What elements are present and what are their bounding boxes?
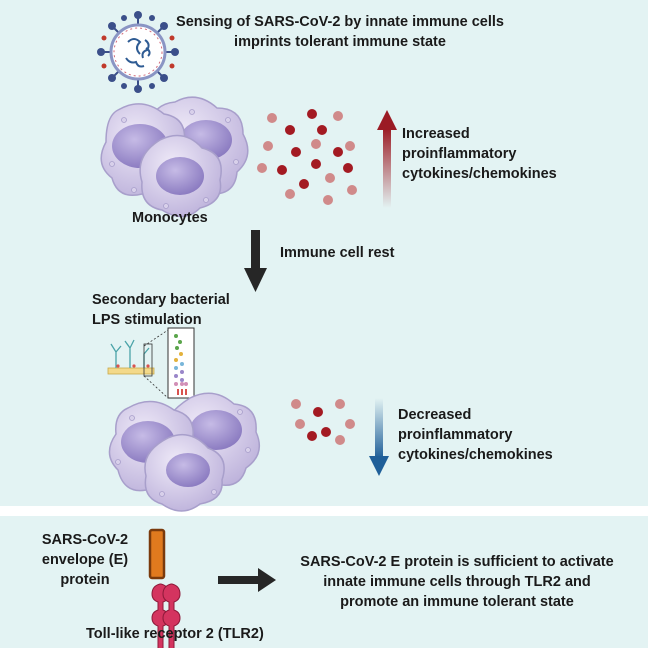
increase-arrow-icon: [377, 110, 397, 208]
increased-line-1: Increased: [402, 126, 470, 142]
lps-stimulation-label: Secondary bacterial LPS stimulation: [92, 290, 230, 330]
e-protein-line-2: envelope (E): [41, 552, 129, 568]
top-panel: [0, 0, 648, 506]
decreased-line-3: cytokines/chemokines: [398, 447, 553, 463]
increased-label: Increased proinflammatory cytokines/chem…: [402, 124, 557, 184]
decreased-line-2: proinflammatory: [398, 427, 513, 443]
bottom-panel: [0, 516, 648, 648]
cytokines-decreased-cluster: [291, 399, 355, 445]
sars-cov-2-virus-icon: [97, 11, 179, 93]
lps-line-2: LPS stimulation: [92, 312, 202, 328]
monocytes-activated-illustration: [100, 96, 249, 218]
lps-line-1: Secondary bacterial: [92, 292, 230, 308]
e-protein-line-3: protein: [60, 572, 110, 588]
decreased-line-1: Decreased: [398, 407, 472, 423]
conclusion-line-3: promote an immune tolerant state: [340, 594, 574, 610]
conclusion-text: SARS-CoV-2 E protein is sufficient to ac…: [282, 552, 632, 612]
increased-line-3: cytokines/chemokines: [402, 166, 557, 182]
conclusion-line-2: innate immune cells through TLR2 and: [323, 574, 591, 590]
monocytes-tolerant-illustration: [108, 392, 261, 512]
rest-arrow-icon: [244, 230, 267, 292]
e-protein-line-1: SARS-CoV-2: [41, 532, 129, 548]
increased-line-2: proinflammatory: [402, 146, 517, 162]
immune-cell-rest-label: Immune cell rest: [280, 245, 395, 261]
tlr2-label: Toll-like receptor 2 (TLR2): [86, 626, 264, 642]
header-line-2: imprints tolerant immune state: [234, 34, 446, 50]
e-protein-icon: [148, 528, 166, 580]
e-protein-label: SARS-CoV-2 envelope (E) protein: [30, 530, 140, 590]
conclusion-line-1: SARS-CoV-2 E protein is sufficient to ac…: [300, 554, 614, 570]
cytokines-increased-cluster: [257, 109, 357, 205]
monocytes-label: Monocytes: [132, 210, 208, 226]
decreased-label: Decreased proinflammatory cytokines/chem…: [398, 405, 553, 465]
header-title: Sensing of SARS-CoV-2 by innate immune c…: [170, 12, 510, 52]
decrease-arrow-icon: [369, 398, 389, 476]
header-line-1: Sensing of SARS-CoV-2 by innate immune c…: [176, 14, 504, 30]
tlr2-receptor-icon: [151, 583, 181, 648]
lps-molecule-icon: [107, 327, 195, 399]
conclusion-arrow-icon: [218, 568, 276, 592]
